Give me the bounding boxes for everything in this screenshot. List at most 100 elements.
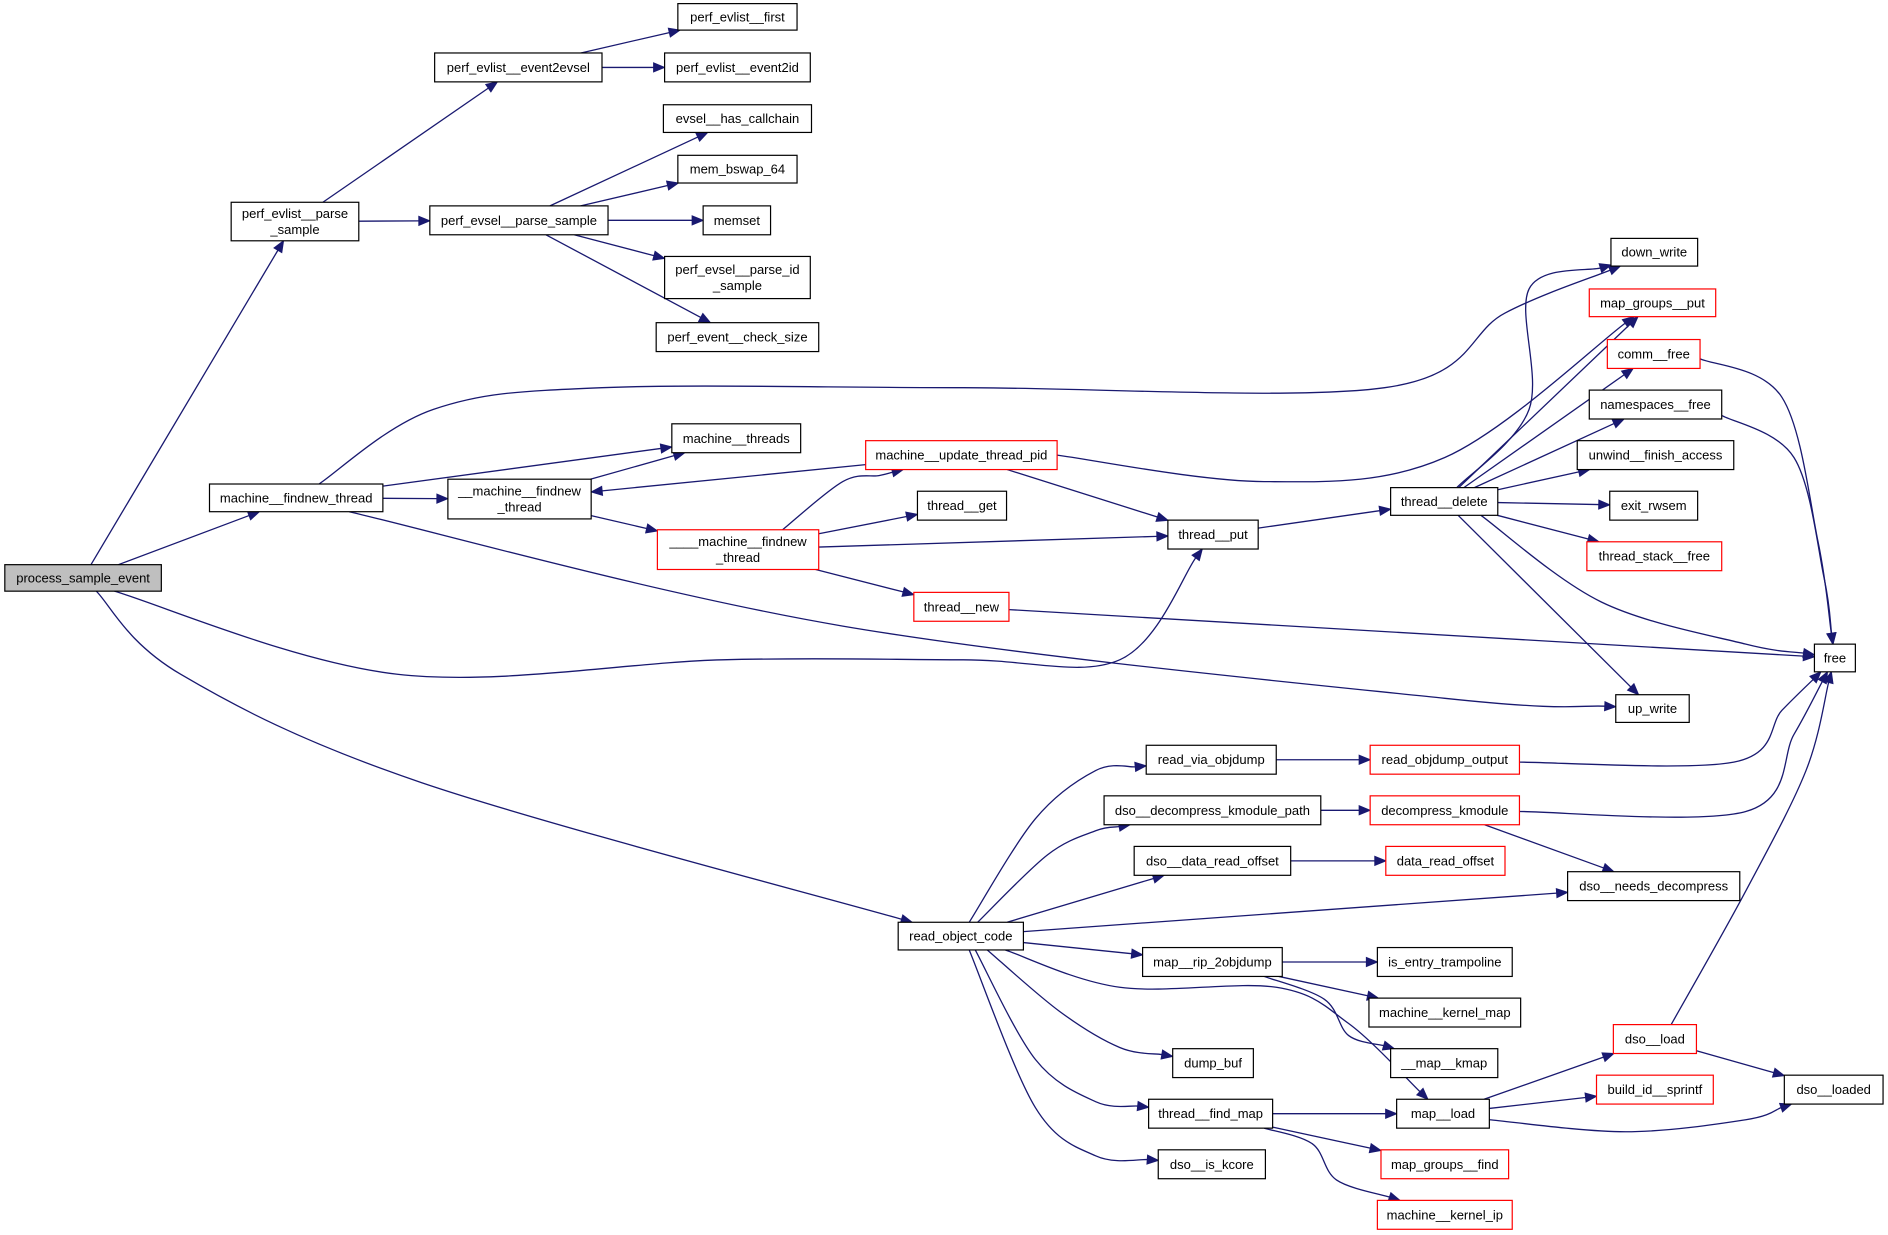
node-read_object_code[interactable]: read_object_code xyxy=(897,921,1025,951)
node-box[interactable] xyxy=(1390,487,1499,516)
node-thread__put[interactable]: thread__put xyxy=(1167,519,1259,550)
node-box[interactable] xyxy=(677,154,798,184)
node-map_groups__find[interactable]: map_groups__find xyxy=(1380,1149,1510,1180)
node-dump_buf[interactable]: dump_buf xyxy=(1172,1048,1254,1079)
node-map__rip_2objdump[interactable]: map__rip_2objdump xyxy=(1141,946,1283,978)
node-box[interactable] xyxy=(662,104,813,134)
node-box[interactable] xyxy=(1145,744,1277,775)
node-box[interactable] xyxy=(1576,440,1735,471)
node-machine__kernel_ip[interactable]: machine__kernel_ip xyxy=(1376,1199,1513,1230)
node-dso__decompress_kmodule_path[interactable]: dso__decompress_kmodule_path xyxy=(1103,795,1322,826)
node-box[interactable] xyxy=(1783,1074,1884,1105)
node-box[interactable] xyxy=(664,255,811,300)
node-box[interactable] xyxy=(230,201,360,242)
node-namespaces__free[interactable]: namespaces__free xyxy=(1588,389,1723,420)
node-evsel__has_callchain[interactable]: evsel__has_callchain xyxy=(662,104,813,134)
node-box[interactable] xyxy=(1610,237,1699,267)
node-box[interactable] xyxy=(865,440,1058,471)
node-build_id__sprintf[interactable]: build_id__sprintf xyxy=(1595,1074,1714,1105)
node-box[interactable] xyxy=(429,205,609,236)
node-perf_evlist__event2id[interactable]: perf_evlist__event2id xyxy=(664,52,811,83)
node-perf_evsel__parse_id_sample[interactable]: perf_evsel__parse_id_sample xyxy=(664,255,811,300)
node-mem_bswap_64[interactable]: mem_bswap_64 xyxy=(677,154,798,184)
node-box[interactable] xyxy=(1103,795,1322,826)
node-box[interactable] xyxy=(1141,946,1283,978)
node-thread_stack__free[interactable]: thread_stack__free xyxy=(1586,541,1723,572)
node-box[interactable] xyxy=(677,3,798,31)
node-thread__new[interactable]: thread__new xyxy=(913,591,1010,622)
node-thread__delete[interactable]: thread__delete xyxy=(1390,487,1499,516)
node-box[interactable] xyxy=(1586,541,1723,572)
node-box[interactable] xyxy=(1813,643,1856,673)
node-box[interactable] xyxy=(1612,1024,1698,1055)
node-box[interactable] xyxy=(1369,795,1521,826)
node-perf_evsel__parse_sample[interactable]: perf_evsel__parse_sample xyxy=(429,205,609,236)
node-box[interactable] xyxy=(447,478,592,520)
node-box[interactable] xyxy=(897,921,1025,951)
node-box[interactable] xyxy=(1167,519,1259,550)
node-perf_evlist__parse_sample[interactable]: perf_evlist__parse_sample xyxy=(230,201,360,242)
node-machine__kernel_map[interactable]: machine__kernel_map xyxy=(1368,997,1522,1028)
node-thread__get[interactable]: thread__get xyxy=(916,490,1008,521)
node-unwind__finish_access[interactable]: unwind__finish_access xyxy=(1576,440,1735,471)
node-read_via_objdump[interactable]: read_via_objdump xyxy=(1145,744,1277,775)
node-map__load[interactable]: map__load xyxy=(1396,1098,1490,1129)
node-map_groups__put[interactable]: map_groups__put xyxy=(1588,288,1717,318)
node-box[interactable] xyxy=(1609,490,1699,521)
node-box[interactable] xyxy=(656,529,820,571)
node-box[interactable] xyxy=(1376,1199,1513,1230)
node-box[interactable] xyxy=(1369,744,1521,775)
node-decompress_kmodule[interactable]: decompress_kmodule xyxy=(1369,795,1521,826)
node-box[interactable] xyxy=(434,52,603,83)
node-perf_evlist__event2evsel[interactable]: perf_evlist__event2evsel xyxy=(434,52,603,83)
node-thread__find_map[interactable]: thread__find_map xyxy=(1148,1098,1274,1129)
node-box[interactable] xyxy=(1567,871,1741,902)
node-dso__data_read_offset[interactable]: dso__data_read_offset xyxy=(1133,845,1292,876)
node-process_sample_event[interactable]: process_sample_event xyxy=(4,564,162,592)
node-__machine__findnew_thread[interactable]: __machine__findnew_thread xyxy=(447,478,592,520)
node-box[interactable] xyxy=(916,490,1008,521)
node-box[interactable] xyxy=(1588,288,1717,318)
node-box[interactable] xyxy=(208,483,384,513)
node-dso__load[interactable]: dso__load xyxy=(1612,1024,1698,1055)
node-box[interactable] xyxy=(1172,1048,1254,1079)
node-machine__findnew_thread[interactable]: machine__findnew_thread xyxy=(208,483,384,513)
node-box[interactable] xyxy=(655,322,820,353)
node-dso__loaded[interactable]: dso__loaded xyxy=(1783,1074,1884,1105)
node-box[interactable] xyxy=(1606,338,1701,370)
node-box[interactable] xyxy=(671,423,802,454)
node-perf_evlist__first[interactable]: perf_evlist__first xyxy=(677,3,798,31)
node-__map__kmap[interactable]: __map__kmap xyxy=(1390,1048,1499,1079)
node-box[interactable] xyxy=(913,591,1010,622)
node-box[interactable] xyxy=(1396,1098,1490,1129)
node-down_write[interactable]: down_write xyxy=(1610,237,1699,267)
node-perf_event__check_size[interactable]: perf_event__check_size xyxy=(655,322,820,353)
node-box[interactable] xyxy=(4,564,162,592)
node-data_read_offset[interactable]: data_read_offset xyxy=(1385,845,1506,876)
node-machine__threads[interactable]: machine__threads xyxy=(671,423,802,454)
node-up_write[interactable]: up_write xyxy=(1615,694,1690,724)
node-box[interactable] xyxy=(664,52,811,83)
node-box[interactable] xyxy=(1148,1098,1274,1129)
node-is_entry_trampoline[interactable]: is_entry_trampoline xyxy=(1376,946,1513,978)
node-box[interactable] xyxy=(1380,1149,1510,1180)
node-box[interactable] xyxy=(1390,1048,1499,1079)
node-box[interactable] xyxy=(1133,845,1292,876)
node-memset[interactable]: memset xyxy=(702,205,772,236)
node-dso__needs_decompress[interactable]: dso__needs_decompress xyxy=(1567,871,1741,902)
node-box[interactable] xyxy=(1376,946,1513,978)
node-box[interactable] xyxy=(1385,845,1506,876)
node-free[interactable]: free xyxy=(1813,643,1856,673)
node-box[interactable] xyxy=(1368,997,1522,1028)
node-comm__free[interactable]: comm__free xyxy=(1606,338,1701,370)
node-box[interactable] xyxy=(1157,1149,1267,1180)
node-box[interactable] xyxy=(1588,389,1723,420)
node-box[interactable] xyxy=(1615,694,1690,724)
node-dso__is_kcore[interactable]: dso__is_kcore xyxy=(1157,1149,1267,1180)
node-____machine__findnew_thread[interactable]: ____machine__findnew_thread xyxy=(656,529,820,571)
node-box[interactable] xyxy=(1595,1074,1714,1105)
node-machine__update_thread_pid[interactable]: machine__update_thread_pid xyxy=(865,440,1058,471)
node-box[interactable] xyxy=(702,205,772,236)
node-read_objdump_output[interactable]: read_objdump_output xyxy=(1369,744,1521,775)
node-exit_rwsem[interactable]: exit_rwsem xyxy=(1609,490,1699,521)
